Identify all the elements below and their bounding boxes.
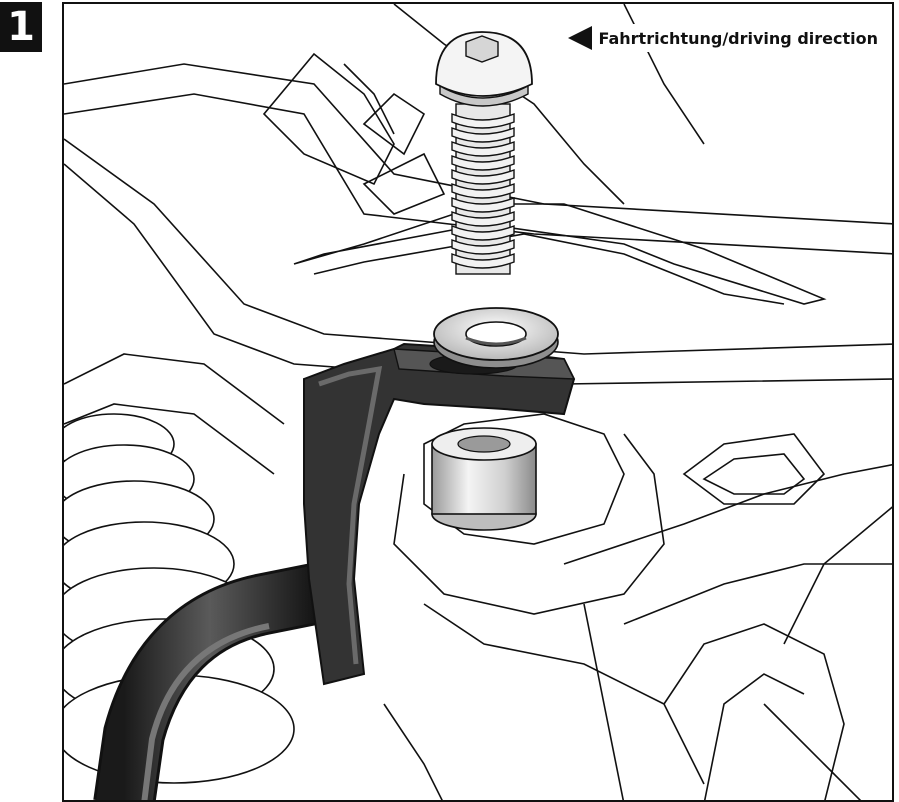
step-number: 1 — [7, 4, 35, 50]
button-head-bolt — [435, 31, 533, 275]
driving-direction-label: Fahrtrichtung/driving direction — [598, 28, 878, 48]
driving-direction-indicator: Fahrtrichtung/driving direction — [564, 24, 882, 52]
illustration-frame: Fahrtrichtung/driving direction — [62, 2, 894, 802]
assembly-illustration — [64, 4, 892, 800]
washer — [433, 307, 559, 369]
step-number-badge: 1 — [0, 2, 42, 52]
left-triangle-arrow-icon — [568, 26, 593, 50]
stabilizer-bar — [93, 563, 321, 800]
spacer-sleeve — [431, 427, 537, 531]
